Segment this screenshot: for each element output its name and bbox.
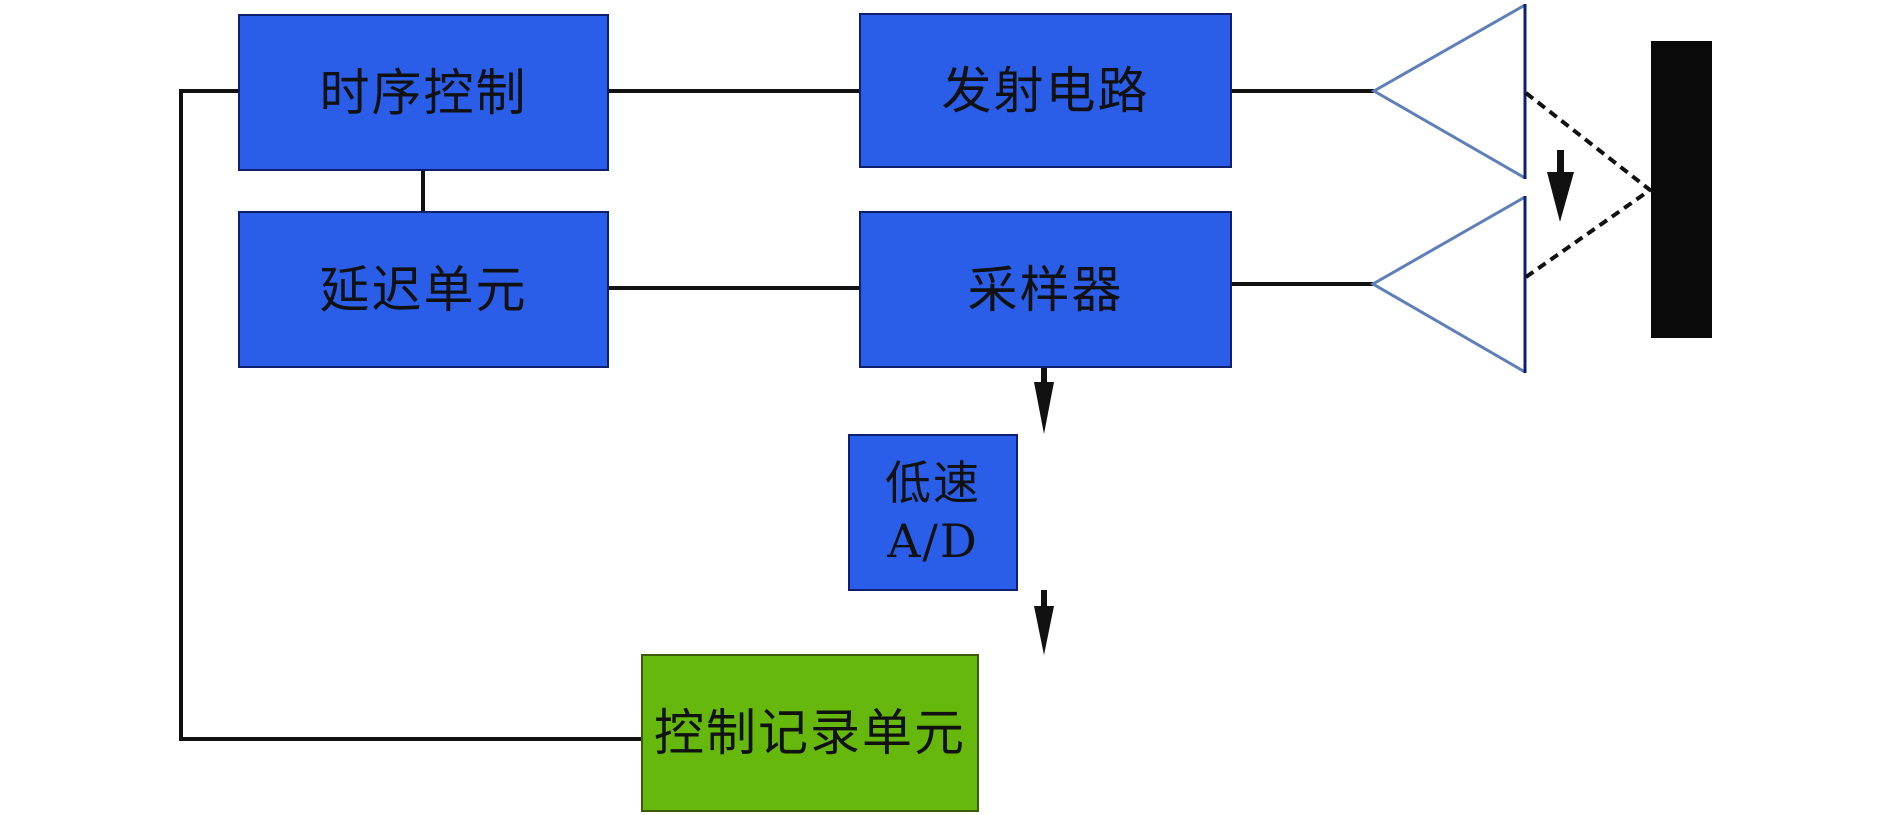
down-arrow-icon: [1547, 150, 1574, 222]
block-timing-control: 时序控制: [238, 14, 609, 171]
block-transmit-circuit: 发射电路: [859, 13, 1232, 168]
block-transmit-circuit-label: 发射电路: [941, 61, 1150, 120]
arrow-sampler-to-ad: [1034, 367, 1054, 434]
block-timing-control-label: 时序控制: [319, 63, 528, 122]
block-control-record-unit-label: 控制记录单元: [654, 704, 966, 762]
arrow-ad-to-control-record: [1034, 590, 1054, 655]
block-delay-unit: 延迟单元: [238, 211, 609, 368]
connector-feedback-loop: [179, 89, 641, 741]
receive-antenna-icon: [1369, 195, 1527, 374]
block-control-record-unit: 控制记录单元: [641, 654, 979, 812]
target-object: [1651, 41, 1712, 338]
transmit-antenna-icon: [1370, 3, 1527, 180]
block-delay-unit-label: 延迟单元: [319, 260, 528, 319]
block-sampler: 采样器: [859, 211, 1232, 368]
block-low-speed-ad: 低速 A/D: [848, 434, 1018, 591]
block-low-speed-ad-label: 低速 A/D: [885, 456, 981, 568]
signal-path-dashed: [1524, 91, 1654, 279]
block-sampler-label: 采样器: [967, 260, 1124, 319]
